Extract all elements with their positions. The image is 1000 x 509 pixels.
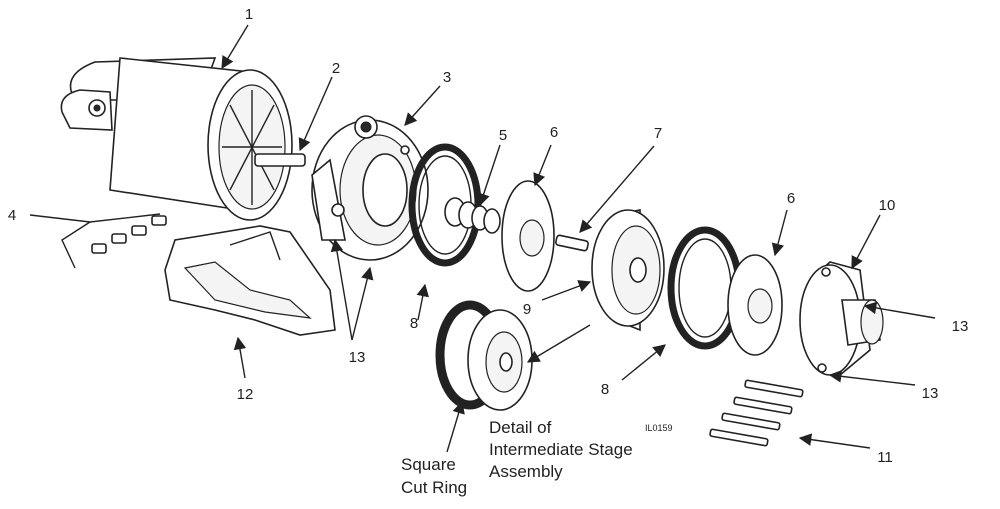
- callout-8-right: 8: [601, 381, 609, 398]
- callout-3: 3: [443, 69, 451, 86]
- callout-11: 11: [877, 449, 893, 466]
- impeller-part-6-right: [727, 254, 783, 356]
- intermediate-stage-detail: [435, 300, 533, 411]
- pin-part-7: [555, 234, 589, 252]
- impeller-part-6-left: [501, 180, 555, 292]
- detail-caption-line3: Assembly: [489, 462, 563, 481]
- adapter-bracket-part-3: [311, 115, 429, 261]
- motor-part-1: [60, 57, 306, 221]
- callout-12: 12: [237, 386, 254, 403]
- callout-13-right-bottom: 13: [922, 385, 939, 402]
- captions: Detail of Intermediate Stage Assembly Sq…: [401, 418, 673, 497]
- detail-caption-line1: Detail of: [489, 418, 552, 437]
- seal-part-5: [444, 197, 501, 234]
- callout-8-left: 8: [410, 315, 418, 332]
- callout-7: 7: [654, 125, 662, 142]
- callout-9: 9: [523, 301, 531, 318]
- screws-part-4: [91, 215, 167, 254]
- callout-5: 5: [499, 127, 507, 144]
- callout-13-right-top: 13: [952, 318, 969, 335]
- base-part-12: [164, 225, 336, 336]
- callout-13-center: 13: [349, 349, 366, 366]
- callout-4: 4: [8, 207, 16, 224]
- callout-2: 2: [332, 60, 340, 77]
- ring-caption-line2: Cut Ring: [401, 478, 467, 497]
- detail-caption-line2: Intermediate Stage: [489, 440, 633, 459]
- bolts-part-11: [709, 379, 804, 447]
- callout-6-right: 6: [787, 190, 795, 207]
- figure-id: IL0159: [645, 423, 673, 433]
- diffuser-part-9: [591, 209, 665, 332]
- ring-caption-line1: Square: [401, 455, 456, 474]
- callout-1: 1: [245, 6, 253, 23]
- callout-labels: 1 2 3 4 5 6 7 6 10 9 8 13 13 8 13 12 11: [8, 6, 969, 466]
- callout-10: 10: [879, 197, 896, 214]
- leader-lines: [29, 24, 936, 453]
- callout-6-left: 6: [550, 124, 558, 141]
- pump-head-part-10: [799, 261, 884, 376]
